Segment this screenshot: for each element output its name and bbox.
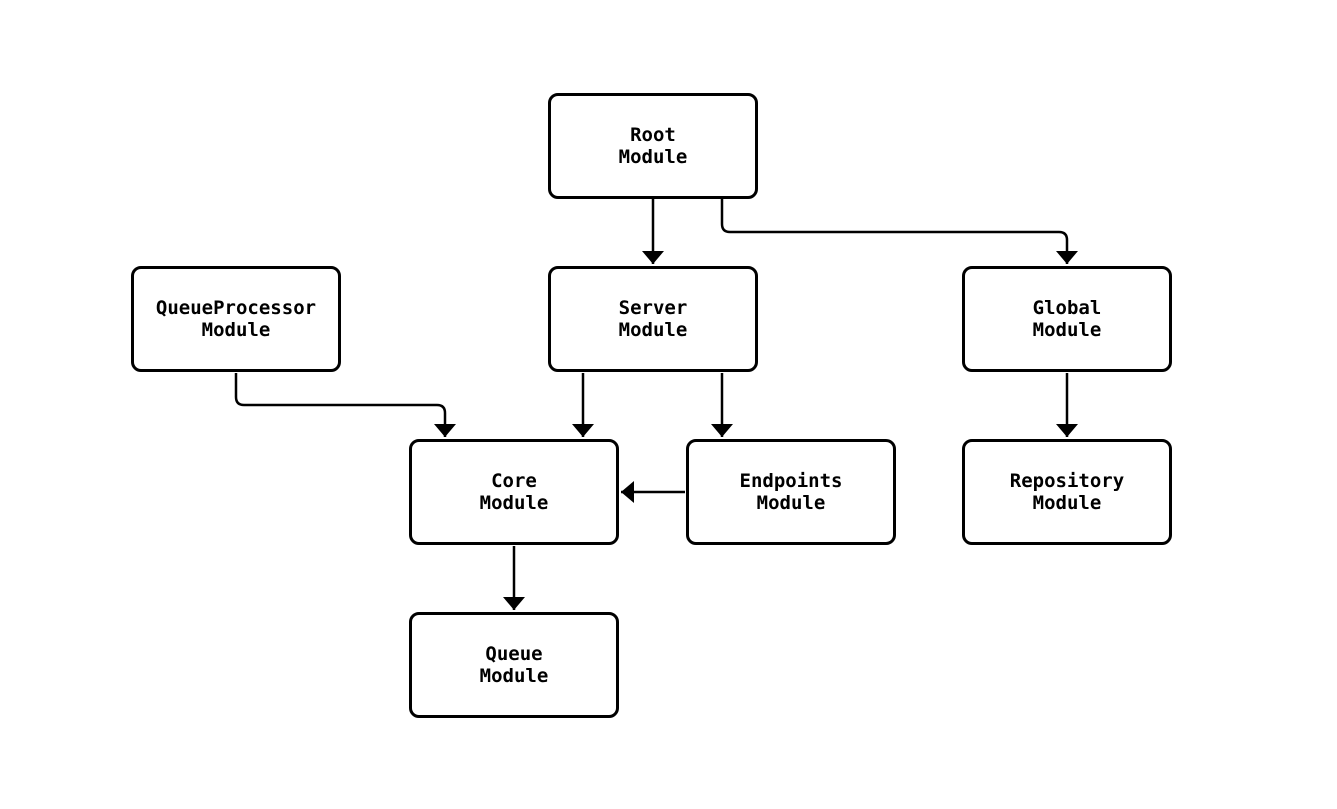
node-core-module-label: Core Module bbox=[479, 470, 549, 514]
node-repository-module-label: Repository Module bbox=[1009, 470, 1125, 514]
node-core-module: Core Module bbox=[409, 439, 619, 545]
node-queueprocessor-module-label: QueueProcessor Module bbox=[155, 297, 317, 341]
node-server-module: Server Module bbox=[548, 266, 758, 372]
node-endpoints-module: Endpoints Module bbox=[686, 439, 896, 545]
node-root-module: Root Module bbox=[548, 93, 758, 199]
node-queue-module-label: Queue Module bbox=[479, 643, 549, 687]
node-global-module-label: Global Module bbox=[1032, 297, 1102, 341]
node-root-module-label: Root Module bbox=[618, 124, 688, 168]
edge-queueprocessor-to-core bbox=[234, 373, 456, 437]
node-repository-module: Repository Module bbox=[962, 439, 1172, 545]
node-global-module: Global Module bbox=[962, 266, 1172, 372]
node-endpoints-module-label: Endpoints Module bbox=[739, 470, 843, 514]
node-server-module-label: Server Module bbox=[618, 297, 688, 341]
node-queue-module: Queue Module bbox=[409, 612, 619, 718]
node-queueprocessor-module: QueueProcessor Module bbox=[131, 266, 341, 372]
edge-root-to-global bbox=[720, 199, 1078, 264]
